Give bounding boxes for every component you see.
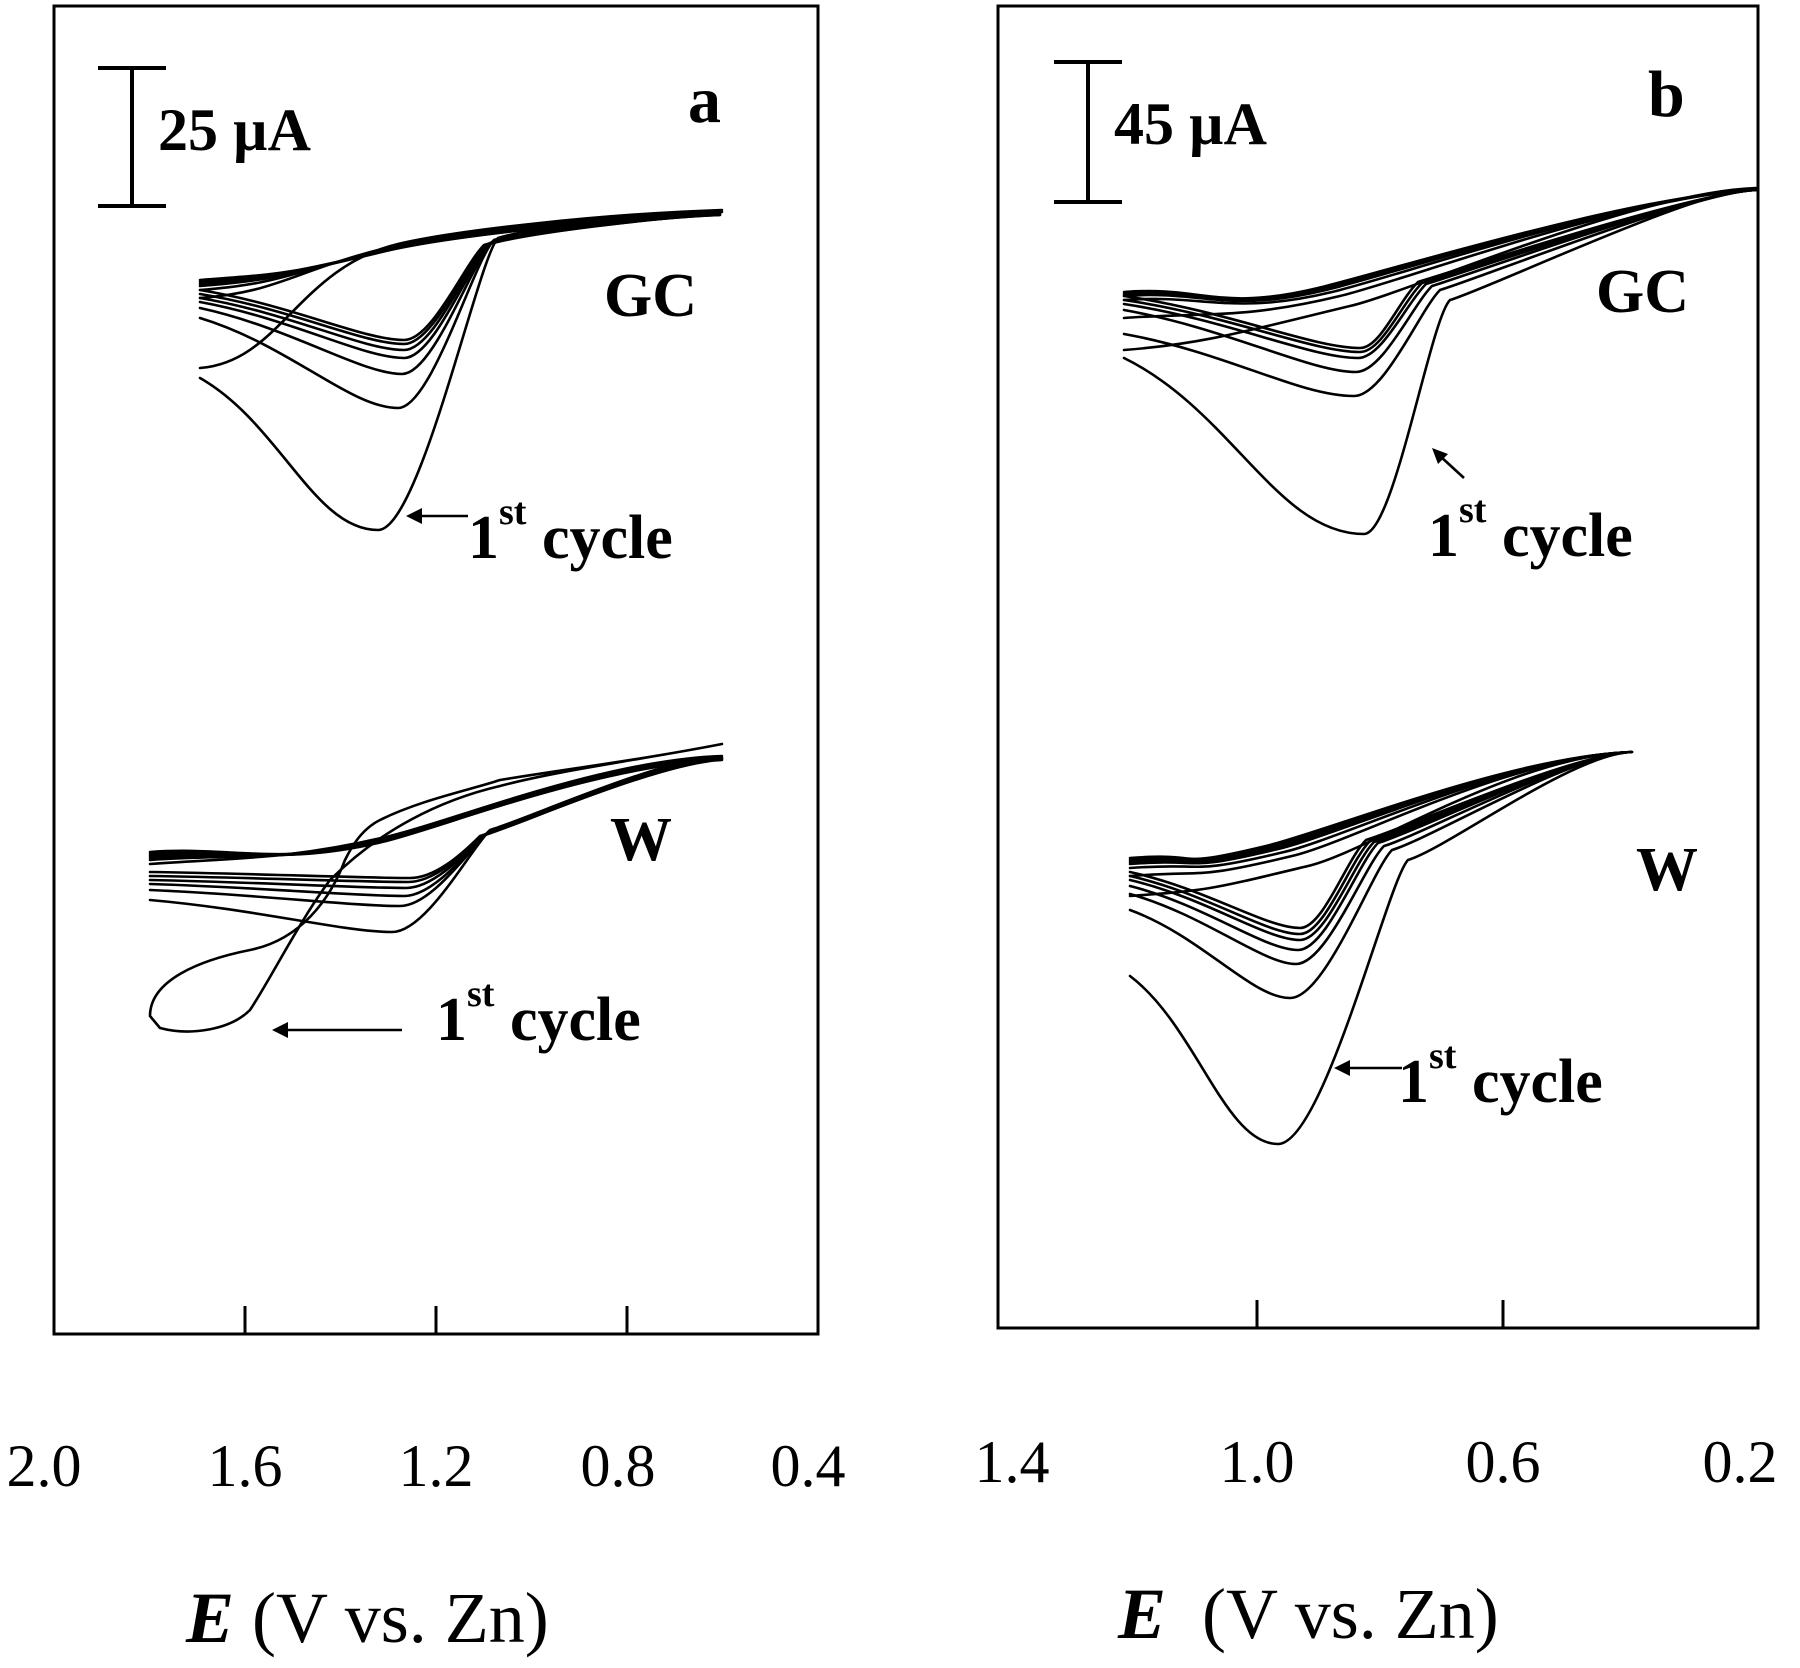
panel-a-frame [52, 4, 820, 1336]
panel-a-ticklabel-4: 0.8 [581, 1433, 656, 1499]
panel-a-w-cycle-1 [148, 742, 724, 1033]
panel-b-frame [996, 4, 1760, 1330]
panel-a-ticklabel-5: 0.4 [771, 1433, 846, 1499]
panel-b-w-arrow [1334, 1060, 1402, 1076]
panel-a-scale-label: 25 µA [158, 97, 311, 163]
panel-a-ticklabel-1: 2.0 [7, 1433, 82, 1499]
panel-b-letter: b [1648, 58, 1685, 131]
panel-b-scale-label: 45 µA [1114, 91, 1267, 157]
panel-a-w-cycle-label: 1st cycle [436, 973, 641, 1054]
panel-b-w-label: W [1636, 836, 1698, 904]
panel-a-w-label: W [610, 806, 672, 874]
panel-b-gc-arrow [1432, 448, 1465, 479]
panel-b-ticklabel-3: 0.6 [1466, 1429, 1541, 1495]
panel-a-w-cycle-2 [148, 754, 724, 934]
panel-b-w-cycle-5 [1128, 750, 1634, 942]
panel-b-w-cycle-7 [1128, 750, 1634, 930]
panel-a-gc-label: GC [604, 262, 697, 330]
panel-b-gc-cycle-label: 1st cycle [1428, 489, 1633, 570]
panel-a-scale-bar [98, 66, 166, 208]
panel-a-gc-cycle-label: 1st cycle [468, 491, 673, 572]
panel-b-ticklabel-1: 1.4 [975, 1429, 1050, 1495]
panel-b-ticklabel-2: 1.0 [1220, 1429, 1295, 1495]
panel-b: 45 µA b GC W 1st cycle 1st cycle 1.4 1.0… [975, 4, 1778, 1654]
panel-a-letter: a [688, 64, 721, 137]
panel-b-gc-label: GC [1596, 258, 1689, 326]
panel-b-gc-cycle-1 [1122, 186, 1758, 536]
panel-b-w-cycle-label: 1st cycle [1398, 1035, 1603, 1116]
panel-b-gc-curves [1122, 186, 1758, 536]
panel-a-w-cycle-7 [148, 758, 724, 880]
panel-b-w-cycle-2 [1128, 750, 1634, 1000]
panel-a-gc-cycle-1 [198, 208, 724, 532]
panel-a-xlabel: E (V vs. Zn) [185, 1578, 549, 1658]
panel-a-w-curves [148, 742, 724, 1033]
panel-b-scale-bar [1054, 60, 1122, 204]
panel-a-w-arrow [272, 1022, 402, 1038]
panel-b-gc-cycle-2 [1122, 188, 1758, 398]
panel-a: 25 µA a GC W 1st cycle 1st cycle 2.0 1.6… [7, 4, 846, 1658]
panel-b-w-curves [1128, 750, 1634, 1146]
panel-b-w-cycle-1 [1128, 750, 1634, 1146]
panel-b-xlabel: E (V vs. Zn) [1117, 1574, 1499, 1654]
panel-a-gc-curves [198, 208, 724, 532]
panel-b-gc-cycle-6 [1122, 188, 1758, 350]
panel-a-gc-arrow [406, 508, 468, 524]
panel-a-ticklabel-3: 1.2 [399, 1433, 474, 1499]
panel-a-gc-cycle-7 [198, 213, 722, 342]
panel-b-ticklabel-4: 0.2 [1703, 1429, 1778, 1495]
panel-a-ticklabel-2: 1.6 [208, 1433, 283, 1499]
